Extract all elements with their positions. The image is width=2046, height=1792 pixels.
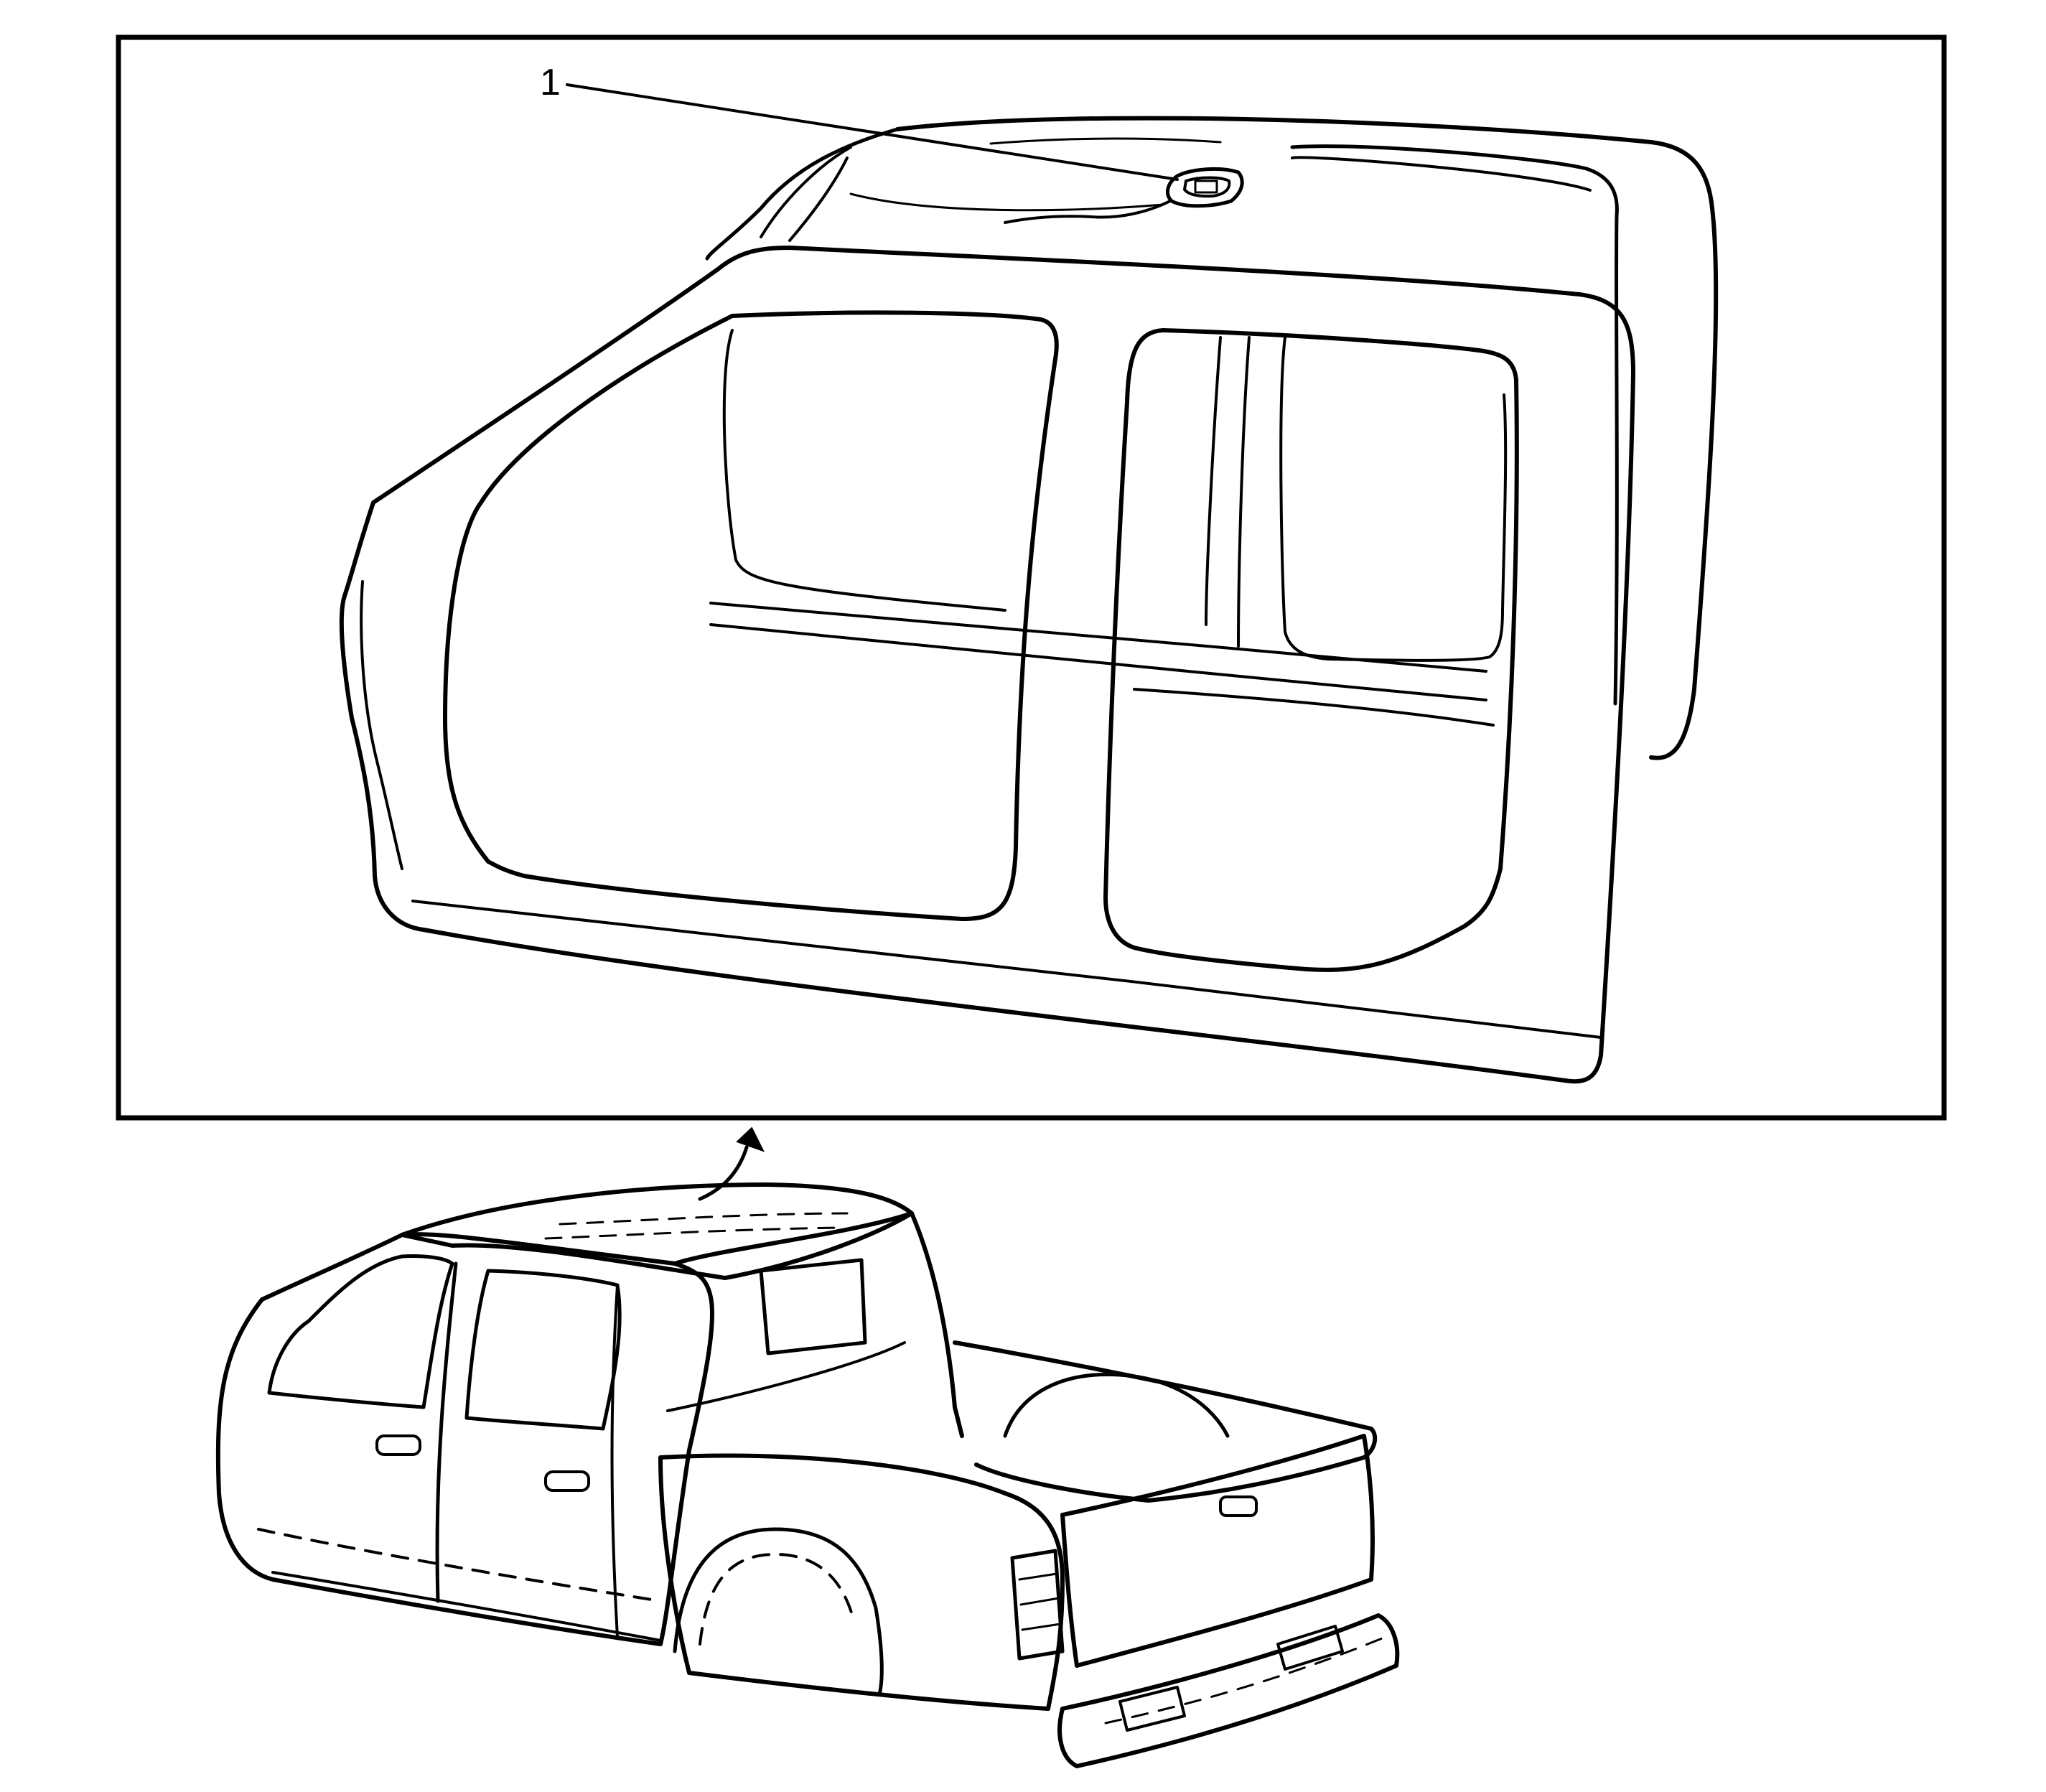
far-rear-window bbox=[1279, 336, 1508, 662]
truck-bed-side bbox=[658, 1453, 1065, 1711]
truck-door-seam bbox=[435, 1261, 458, 1603]
rear-door-opening bbox=[1103, 328, 1519, 972]
detail-arrow bbox=[698, 1126, 765, 1201]
callout-1: 1 bbox=[540, 62, 1179, 181]
truck-tail-lamp bbox=[1010, 1549, 1065, 1661]
far-side-sill bbox=[709, 602, 1495, 727]
truck-cab-body bbox=[215, 1232, 714, 1646]
overhead-component-wire bbox=[1004, 200, 1172, 224]
truck-tailgate bbox=[1060, 1434, 1375, 1668]
truck-rear-door-window bbox=[464, 1269, 622, 1431]
roof-ridge bbox=[989, 137, 1222, 145]
truck-back-glass bbox=[759, 1258, 867, 1355]
truck-front-door-handle bbox=[375, 1434, 421, 1456]
callout-1-leader bbox=[566, 83, 1179, 181]
rocker-panel bbox=[411, 900, 1602, 1039]
roof-inner-edge bbox=[760, 146, 852, 238]
truck-bed bbox=[953, 1340, 1378, 1503]
truck-cab-back bbox=[673, 1211, 964, 1438]
front-door-opening bbox=[443, 310, 1059, 921]
truck-rear-bumper bbox=[1057, 1613, 1400, 1768]
roof-panel-outline bbox=[895, 116, 1719, 760]
roof-front-inner bbox=[788, 157, 849, 242]
headliner-edge bbox=[849, 192, 1164, 212]
truck-tailgate-handle bbox=[1219, 1495, 1258, 1517]
overhead-component bbox=[1004, 167, 1244, 224]
far-rear-door-opening bbox=[1290, 144, 1619, 706]
cab-side-panel-detail bbox=[339, 116, 1719, 1084]
truck-front-door-window bbox=[267, 1254, 454, 1409]
far-front-window bbox=[722, 329, 1006, 612]
detail-view-frame bbox=[116, 34, 1947, 1121]
far-rear-door-inner bbox=[1291, 156, 1592, 192]
truck-rear-door-handle bbox=[544, 1470, 590, 1492]
truck-rear-wheel-arch bbox=[673, 1527, 884, 1697]
far-b-pillar bbox=[1205, 336, 1251, 648]
pickup-truck-overview bbox=[215, 1182, 1400, 1768]
callout-1-label: 1 bbox=[540, 62, 561, 103]
a-pillar-front-edge bbox=[360, 580, 403, 870]
roof-front-curve bbox=[705, 127, 900, 261]
near-side-outer-panel bbox=[339, 246, 1635, 1084]
